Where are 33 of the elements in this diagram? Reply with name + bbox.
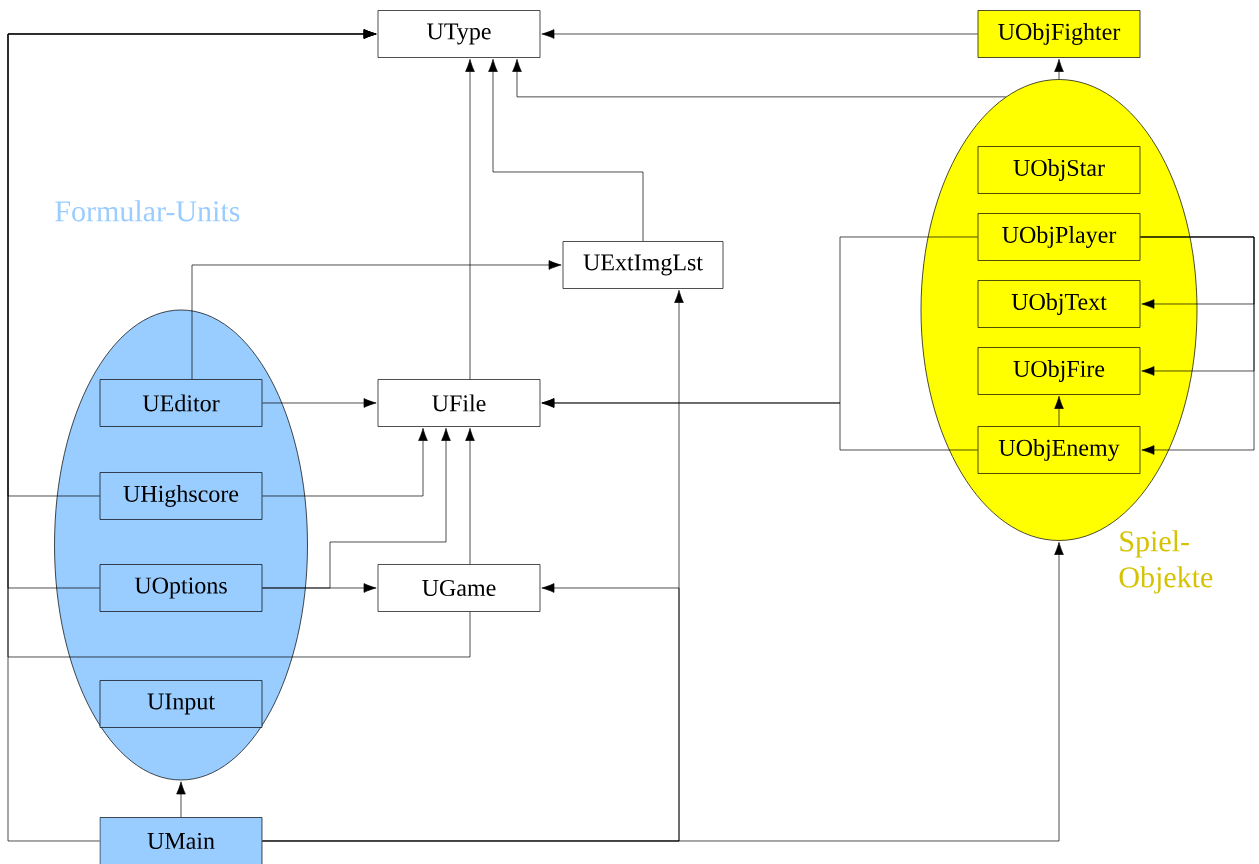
unit-box: UObjPlayer: [977, 213, 1141, 261]
arrow: [262, 398, 377, 408]
group-label: Formular-Units: [55, 200, 240, 222]
unit-box: UObjEnemy: [977, 426, 1141, 474]
unit-box: UObjText: [977, 280, 1141, 328]
arrow: [262, 583, 377, 593]
unit-box: UType: [377, 10, 541, 58]
unit-box: UInput: [99, 680, 263, 728]
arrow: [191, 260, 562, 380]
unit-box: UExtImgLst: [562, 241, 724, 289]
unit-box: UObjFighter: [977, 10, 1141, 58]
arrow: [541, 398, 978, 451]
arrow: [1054, 59, 1064, 80]
group-label: Spiel- Objekte: [1119, 530, 1213, 594]
unit-box: UGame: [377, 564, 541, 612]
arrow: [465, 428, 475, 565]
unit-box: UOptions: [99, 564, 263, 612]
arrow: [488, 59, 644, 242]
arrow: [1054, 396, 1064, 427]
arrow: [541, 29, 978, 39]
arrow: [465, 59, 475, 380]
unit-box: UObjFire: [977, 347, 1141, 395]
arrow: [512, 59, 1007, 98]
arrow: [1140, 236, 1255, 455]
arrow: [7, 29, 377, 842]
arrow: [262, 428, 428, 497]
arrow: [262, 542, 1064, 842]
unit-box: UEditor: [99, 379, 263, 427]
unit-box: UObjStar: [977, 146, 1141, 194]
arrow: [176, 781, 186, 818]
unit-box: UMain: [99, 817, 263, 864]
unit-box: UFile: [377, 379, 541, 427]
unit-box: UHighscore: [99, 472, 263, 520]
